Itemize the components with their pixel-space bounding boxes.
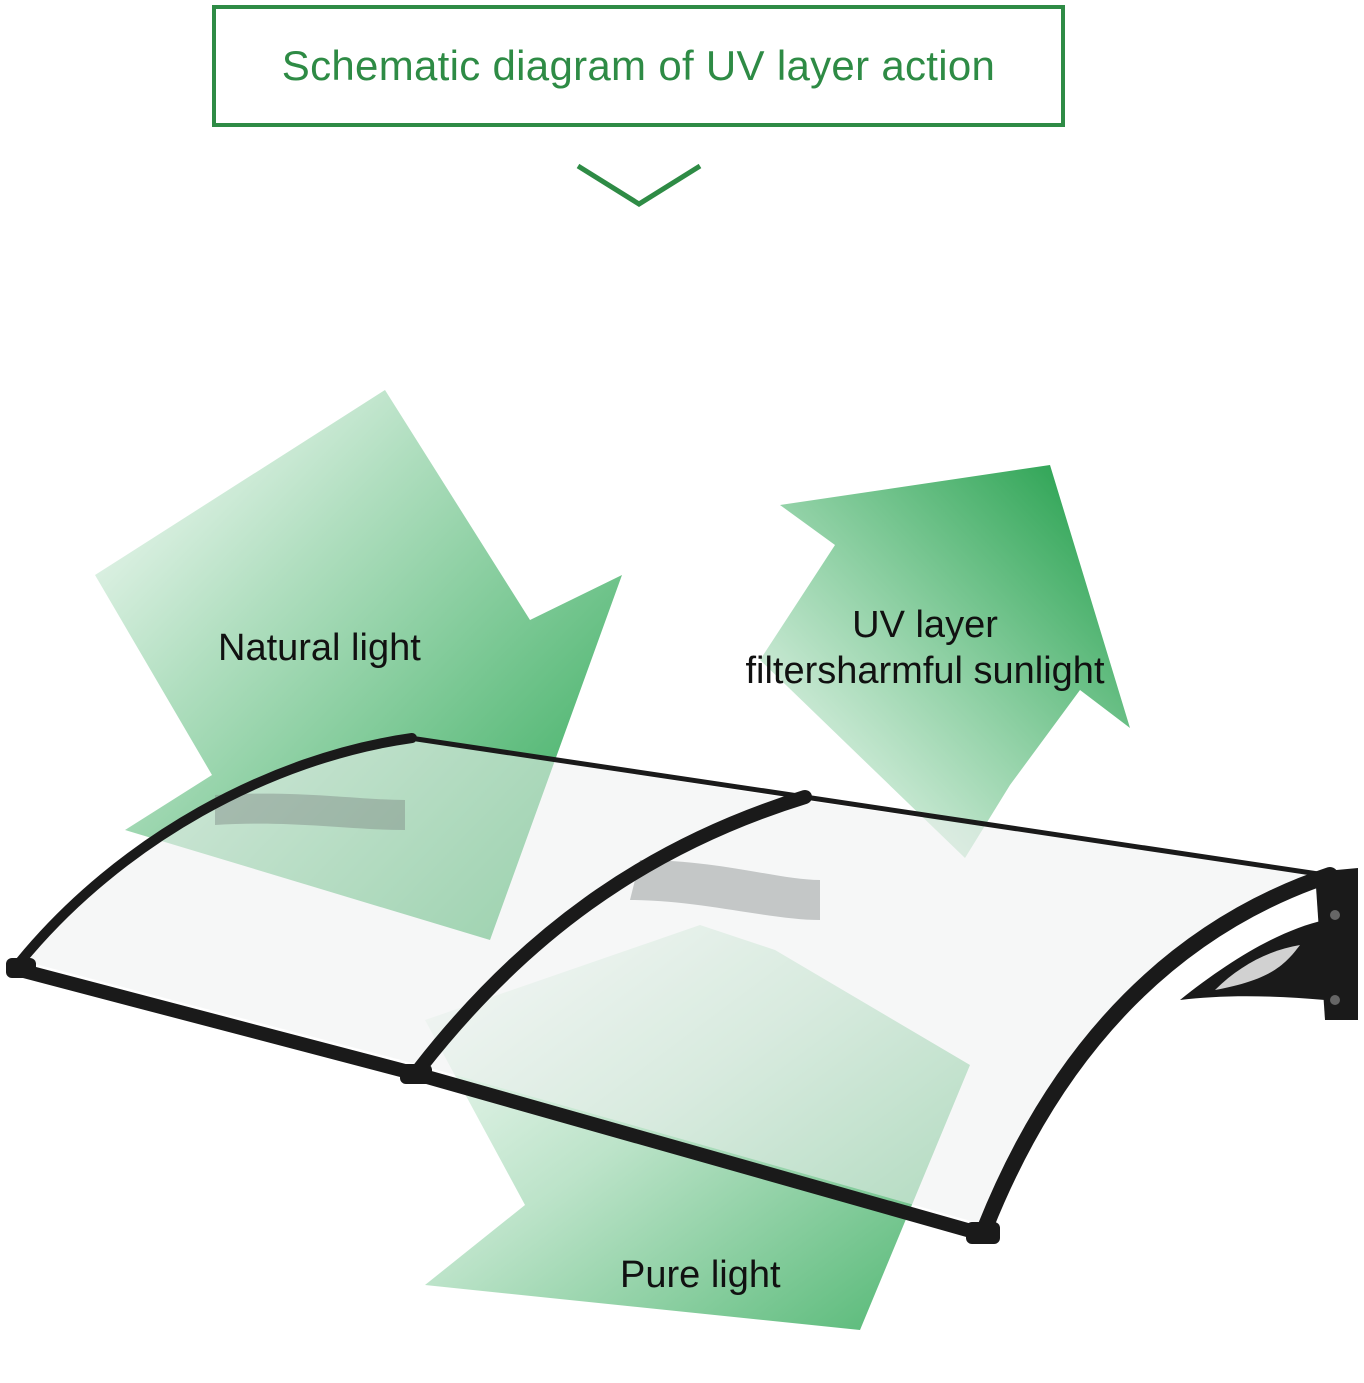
awning-endcap-middle — [400, 1064, 432, 1084]
awning-bracket-right — [1180, 868, 1358, 1020]
uv-filtered-arrow — [760, 465, 1130, 858]
awning-bracket-back — [630, 860, 820, 920]
uv-layer-label-line2: filtersharmful sunlight — [745, 650, 1105, 692]
title-box: Schematic diagram of UV layer action — [212, 5, 1065, 127]
awning-panel-left — [20, 740, 800, 1065]
awning-bracket-back-left — [215, 793, 405, 830]
pure-light-label: Pure light — [620, 1254, 781, 1296]
diagram-title: Schematic diagram of UV layer action — [281, 42, 996, 89]
uv-layer-label-line1: UV layer — [852, 604, 998, 646]
awning-endcap-left — [6, 958, 36, 978]
uv-layer-label: UV layer filtersharmful sunlight — [700, 602, 1150, 694]
awning-panel-right — [420, 800, 1325, 1225]
chevron-down-icon — [576, 163, 702, 207]
natural-light-label: Natural light — [218, 627, 421, 669]
awning-endcap-right — [966, 1222, 1000, 1244]
